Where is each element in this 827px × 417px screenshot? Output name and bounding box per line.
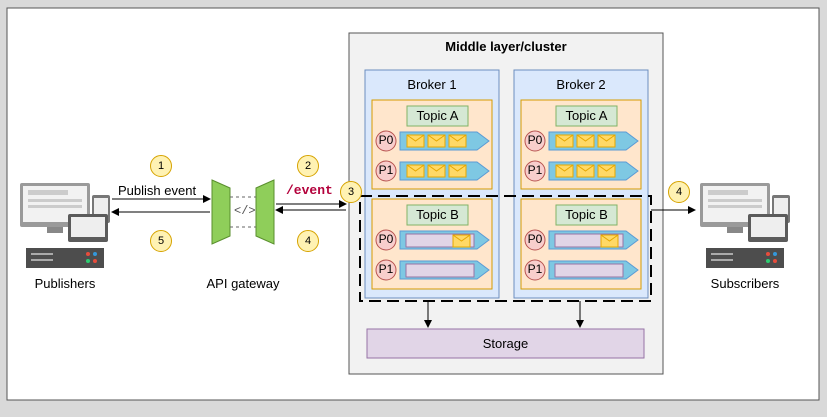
broker1-topic-b-label: Topic B — [416, 207, 459, 222]
step-badge-4-subscribers: 4 — [668, 181, 690, 203]
endpoint-label: /event — [286, 183, 333, 198]
gateway-code-glyph: </> — [234, 204, 256, 218]
partition-label: P0 — [378, 133, 394, 147]
subscribers-label: Subscribers — [710, 276, 780, 291]
api-gateway-icon — [211, 179, 275, 245]
subscribers-icon — [700, 183, 790, 268]
publish-event-label: Publish event — [118, 183, 197, 198]
partition-label: P1 — [378, 163, 394, 177]
partition-label: P0 — [527, 232, 543, 246]
step-badge-3: 3 — [340, 181, 362, 203]
broker2-topic-b-label: Topic B — [565, 207, 608, 222]
partition-label: P0 — [527, 133, 543, 147]
partition-circles — [375, 130, 546, 281]
broker-1-label: Broker 1 — [407, 77, 457, 92]
cluster-title: Middle layer/cluster — [445, 39, 567, 54]
step-badge-1: 1 — [150, 155, 172, 177]
partition-label: P1 — [527, 163, 543, 177]
step-badge-5: 5 — [150, 230, 172, 252]
broker2-topic-a-label: Topic A — [565, 108, 608, 123]
step-badge-4-return: 4 — [297, 230, 319, 252]
publishers-icon — [20, 183, 110, 268]
broker-2-label: Broker 2 — [556, 77, 606, 92]
broker1-topic-a-label: Topic A — [416, 108, 459, 123]
api-gateway-label: API gateway — [206, 276, 280, 291]
publishers-label: Publishers — [34, 276, 96, 291]
partition-label: P0 — [378, 232, 394, 246]
storage-box — [366, 328, 645, 359]
topic-b-dashed-group — [359, 195, 652, 302]
partition-label: P1 — [527, 262, 543, 276]
partition-label: P1 — [378, 262, 394, 276]
storage-label: Storage — [482, 336, 529, 351]
step-badge-2: 2 — [297, 155, 319, 177]
